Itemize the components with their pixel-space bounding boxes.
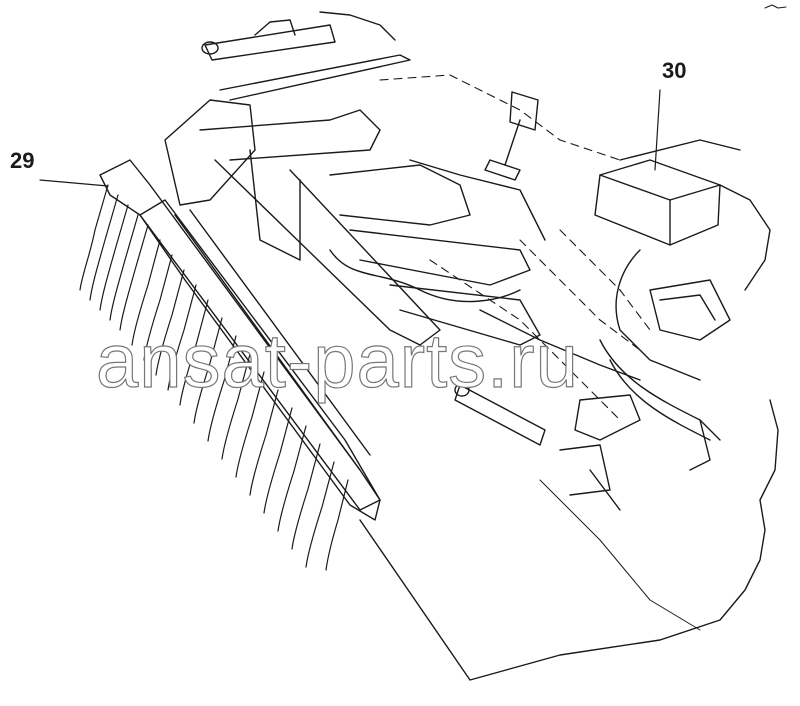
- callout-leaders: [39, 89, 661, 187]
- leader-29: [39, 179, 109, 187]
- lower-right-linkage: [559, 394, 641, 511]
- callout-29: 29: [10, 148, 35, 173]
- pump-assembly: [599, 279, 731, 471]
- upper-frame: [164, 54, 441, 346]
- tine-bar: [99, 159, 381, 511]
- corner-mark: [764, 4, 787, 9]
- rake-tines: [79, 184, 349, 571]
- callout-30: 30: [662, 58, 687, 83]
- lower-hydraulic-cylinder: [454, 383, 546, 446]
- control-lever: [484, 91, 539, 181]
- reservoir-box: [594, 139, 771, 381]
- base-plate-inner-edge: [539, 479, 701, 631]
- top-hydraulic-cylinder: [201, 11, 396, 61]
- hydraulic-hose-routes: [379, 74, 651, 421]
- leader-30: [654, 89, 661, 171]
- site-watermark: ansat-parts.ru: [95, 318, 579, 404]
- base-plate-outline: [359, 399, 779, 681]
- linkage-assembly: [329, 159, 641, 381]
